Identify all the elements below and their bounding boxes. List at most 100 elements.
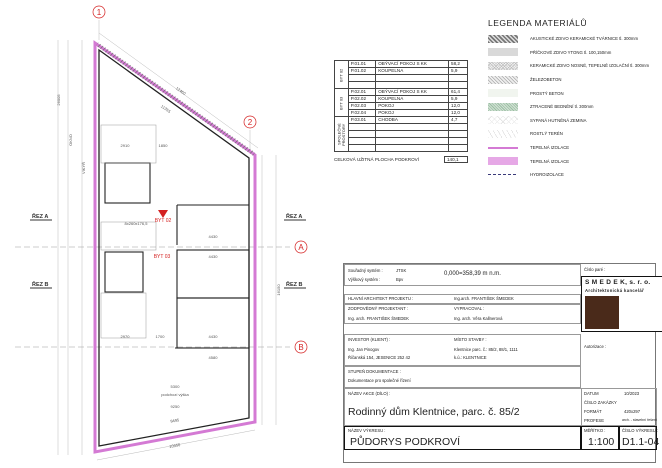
title-block: Souřadný systém : JTSK Výškový systém : … (343, 263, 662, 463)
legend-item: PROSTÝ BETON (488, 86, 662, 100)
room-code: P.03.01 (347, 116, 377, 124)
legend-label: PROSTÝ BETON (530, 90, 564, 96)
cross-swatch-icon (488, 61, 518, 70)
room-code: P.02.03 (347, 102, 377, 110)
format-label: FORMÁT (584, 409, 602, 414)
drawing-label: NÁZEV VÝKRESU : (348, 428, 386, 433)
room-code (347, 123, 377, 131)
legend-item: PŘÍČKOVÉ ZDIVO YTONG tl. 100,150mm (488, 46, 662, 60)
room-area (448, 123, 468, 131)
dim: 4430 (209, 234, 219, 239)
marker-icon (158, 210, 168, 218)
order-label: ČÍSLO ZAKÁZKY (584, 400, 617, 405)
axis-1-label: 1 (97, 8, 102, 17)
dim: 16150 (276, 284, 281, 296)
dim: 1850 (159, 143, 169, 148)
legend-label: TEPELNÁ IZOLACE (530, 145, 570, 151)
height-label: Výškový systém : (348, 277, 381, 282)
room-code: P.02.01 (347, 88, 377, 96)
green-swatch-icon (488, 102, 518, 111)
table-row (335, 144, 468, 152)
legend-label: ŽELEZOBETON (530, 77, 562, 83)
pink-fill-swatch-icon (488, 157, 518, 166)
dim: 9495 (170, 417, 180, 424)
project-label: NÁZEV AKCE (DÍLO) : (348, 391, 391, 396)
stage-label: STUPEŇ DOKUMENTACE : (348, 369, 401, 374)
room-area (448, 130, 468, 138)
chief-architect: Ing.arch. FRANTIŠEK ŠMEDEK (454, 296, 514, 301)
legend-item: SYPANÁ HUTNĚNÁ ZEMINA (488, 114, 662, 128)
room-name: OBÝVACÍ POKOJ S KK (375, 60, 450, 68)
group-label: BYT 02 (334, 60, 349, 89)
project-name: Rodinný dům Klentnice, parc. č. 85/2 (348, 406, 520, 418)
sheet-no-label: Číslo paré : (584, 267, 606, 272)
logo-mark (585, 296, 619, 329)
legend-label: TEPELNÁ IZOLACE (530, 158, 570, 164)
room-name: OBÝVACÍ POKOJ S KK (375, 88, 450, 96)
room-name (375, 81, 450, 89)
pink-line-swatch-icon (488, 143, 518, 152)
room-area: 61,4 (448, 88, 468, 96)
room-name: KOUPELNA (375, 67, 450, 75)
room-area: 58,2 (448, 60, 468, 68)
legend-label: ROSTLÝ TERÉN (530, 131, 563, 137)
axis-2-label: 2 (248, 118, 253, 127)
hatch-dark-swatch-icon (488, 34, 518, 43)
legend-label: PŘÍČKOVÉ ZDIVO YTONG tl. 100,150mm (530, 49, 612, 55)
legend-item: TEPELNÁ IZOLACE (488, 141, 662, 155)
legend-label: AKUSTICKÉ ZDIVO KERAMICKÉ TVÁRNICE tl. 3… (530, 36, 639, 42)
dim: 2970 (121, 334, 131, 339)
format: 420x297 (624, 409, 641, 414)
group-label: SPOLEČNÉ PROSTORY (334, 116, 349, 152)
total-area-value: 140,1 (444, 156, 468, 163)
stage: Dokumentace pro společné řízení (348, 378, 411, 383)
group-label: BYT 03 (334, 88, 349, 117)
room-area (448, 74, 468, 82)
legend-item: KERAMICKÉ ZDIVO NOSNÉ, TEPELNĚ IZOLAČNÍ … (488, 59, 662, 73)
room-area (448, 81, 468, 89)
section-a-left: ŘEZ A (32, 212, 48, 220)
drawn: Ing. arch. Věra Kallnerová (454, 316, 503, 321)
company-name: S M E D E K, s. r. o. (585, 279, 651, 286)
room-code (347, 137, 377, 145)
dim: 10350 (169, 442, 182, 449)
dim: 12460 (175, 86, 188, 97)
dim: 2910 (121, 143, 131, 148)
stairs (100, 124, 157, 339)
dim: 1700 (156, 334, 166, 339)
chief-architect-label: HLAVNÍ ARCHITEKT PROJEKTU : (348, 296, 414, 301)
section-b-right: ŘEZ B (286, 280, 303, 288)
legend-item: ŽELEZOBETON (488, 73, 662, 87)
dim: 4430 (209, 254, 219, 259)
company-logo: S M E D E K, s. r. o. Architektonická ka… (581, 276, 662, 332)
table-row (335, 81, 468, 89)
dim: 4580 (209, 355, 219, 360)
room-code: P.01.02 (347, 67, 377, 75)
legend-label: SYPANÁ HUTNĚNÁ ZEMINA (530, 117, 587, 123)
total-area-label: CELKOVÁ UŽITNÁ PLOCHA PODKROVÍ (334, 157, 420, 162)
dim: 9250 (171, 404, 181, 409)
crosshatch-faint-swatch-icon (488, 116, 518, 125)
room-area (448, 137, 468, 145)
floor-plan: 1 2 A B BYT 02 BYT 03 ŘEZ A ŘEZ A ŘEZ B … (15, 5, 308, 461)
responsible: Ing. arch. FRANTIŠEK ŠMEDEK (348, 316, 409, 321)
dimension-lines (15, 20, 290, 461)
drawing-title: PŮDORYS PODKROVÍ (350, 436, 461, 448)
section-a-right: ŘEZ A (286, 212, 302, 220)
date-label: DATUM (584, 391, 599, 396)
investor-name: Ing. Jan Pinogov (348, 347, 380, 352)
table-row (335, 137, 468, 145)
room-area: 5,9 (448, 95, 468, 103)
drawing-no-label: ČÍSLO VÝKRESU : (622, 428, 659, 433)
room-code (347, 130, 377, 138)
room-area: 12,0 (448, 102, 468, 110)
drawn-label: VYPRACOVAL : (454, 306, 485, 311)
legend-item: TEPELNÁ IZOLACE (488, 154, 662, 168)
responsible-label: ZODPOVĚDNÝ PROJEKTANT : (348, 306, 409, 311)
site-parcel: Klentnice parc. č.: 85/2, 88/1, 1111 (454, 347, 518, 352)
room-code: P.02.02 (347, 95, 377, 103)
